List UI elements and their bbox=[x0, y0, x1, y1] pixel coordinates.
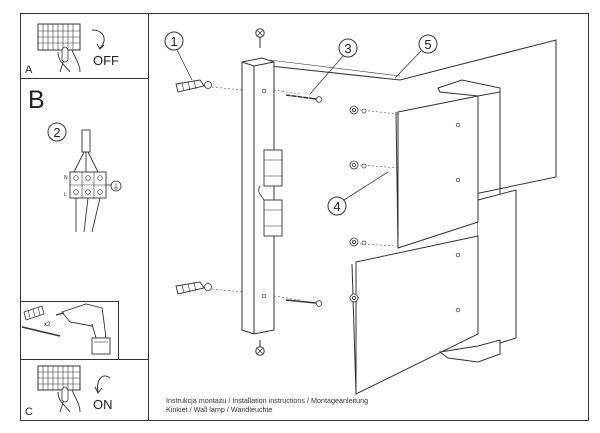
cable-connector-block bbox=[258, 149, 283, 237]
screw-upper bbox=[285, 93, 323, 103]
wall-plug-icon bbox=[23, 305, 45, 321]
svg-text:⏚: ⏚ bbox=[113, 183, 120, 191]
upper-shade-panel bbox=[395, 95, 479, 249]
drill-icon bbox=[55, 303, 111, 355]
rear-mounting-plate bbox=[269, 39, 557, 196]
lower-shade-panel bbox=[351, 235, 479, 395]
bottom-screw-icon bbox=[255, 346, 265, 356]
callout-5: 5 bbox=[424, 37, 431, 52]
wall-plug-upper bbox=[175, 79, 212, 93]
alignment-guides bbox=[211, 86, 399, 301]
outer-frame bbox=[20, 13, 589, 421]
callout-4-group: 4 bbox=[327, 171, 389, 216]
callout-1-group: 1 bbox=[164, 31, 193, 81]
panel-c: C ON bbox=[20, 359, 149, 421]
off-label: OFF bbox=[93, 53, 119, 68]
caption-instructions: Instrukcja montażu / Installation instru… bbox=[166, 396, 369, 405]
drill-bit-icon bbox=[21, 326, 61, 337]
callout-4: 4 bbox=[333, 199, 340, 214]
lower-bracket bbox=[438, 339, 501, 363]
top-screw-icon bbox=[255, 28, 265, 38]
rotate-off-arrow bbox=[91, 29, 105, 49]
panel-drill: x2 bbox=[20, 301, 119, 360]
panel-b-letter: B bbox=[28, 86, 45, 114]
lower-rear-plate bbox=[477, 189, 517, 351]
wire-label-n: N bbox=[64, 175, 68, 181]
terminal-block-on bbox=[37, 365, 81, 413]
callout-2: 2 bbox=[53, 125, 60, 140]
panel-a: A OFF bbox=[20, 13, 149, 79]
nuts bbox=[349, 105, 359, 303]
callout-1: 1 bbox=[170, 34, 177, 49]
quantity-label: x2 bbox=[44, 322, 51, 328]
callout-3: 3 bbox=[344, 41, 351, 56]
plate-top-edge bbox=[269, 59, 401, 77]
mounting-bar bbox=[241, 57, 275, 335]
caption-product: Kinkiet / Wall lamp / Wandleuchte bbox=[166, 405, 273, 414]
screw-lower bbox=[285, 299, 323, 307]
wiring-diagram: 2 ⏚ N L bbox=[47, 122, 122, 233]
earth-icon bbox=[110, 180, 122, 192]
wire-label-l: L bbox=[64, 192, 67, 198]
terminal-block-off bbox=[37, 23, 81, 73]
panel-c-letter: C bbox=[25, 406, 33, 418]
on-label: ON bbox=[93, 397, 113, 412]
callout-5-group: 5 bbox=[394, 34, 438, 79]
rotate-on-arrow bbox=[97, 375, 111, 393]
wall-plug-lower bbox=[175, 281, 212, 295]
callout-3-group: 3 bbox=[309, 38, 358, 95]
panel-a-letter: A bbox=[25, 64, 33, 76]
